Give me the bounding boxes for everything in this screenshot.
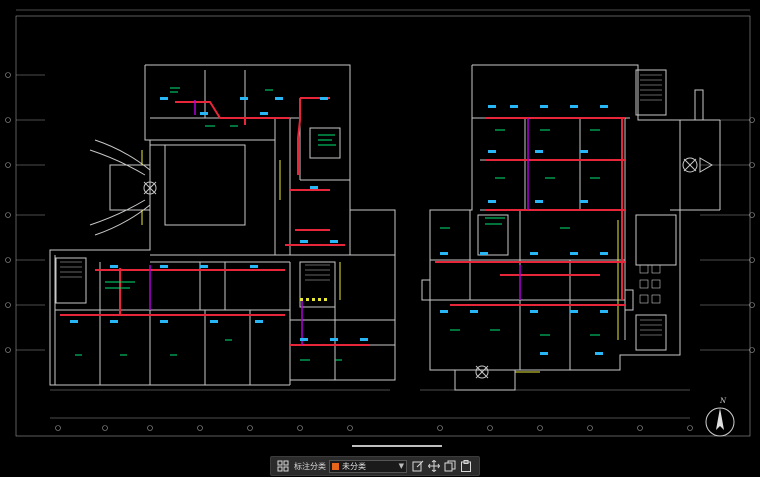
grid-icon[interactable] [275,458,291,474]
left-building-walls [49,64,396,386]
move-icon[interactable] [426,458,442,474]
right-building-walls [421,64,721,391]
annotation-toolbar: 标注分类 未分类 ▼ [270,456,480,476]
dimension-frame [15,9,751,437]
category-color-swatch [332,462,339,470]
north-label: N [720,397,727,405]
paste-icon[interactable] [458,458,474,474]
edit-icon[interactable] [410,458,426,474]
category-dropdown[interactable]: 未分类 ▼ [329,459,407,473]
copy-icon[interactable] [442,458,458,474]
compass-icon [705,407,735,437]
sanitary [300,298,327,301]
entrance-canopy [89,139,157,236]
risers [149,100,529,345]
stairs [60,74,662,336]
chevron-down-icon: ▼ [398,462,404,470]
scale-bar [352,445,442,447]
ducts-right [435,117,625,306]
ac-units [70,97,608,355]
category-value: 未分类 [342,461,366,471]
sanitary-right [639,264,661,304]
grid-bubbles [5,72,755,431]
annotations [75,87,600,361]
ducts-left [60,97,370,346]
north-arrow: N [702,397,738,440]
doors [141,150,619,373]
toolbar-label: 标注分类 [294,461,326,471]
